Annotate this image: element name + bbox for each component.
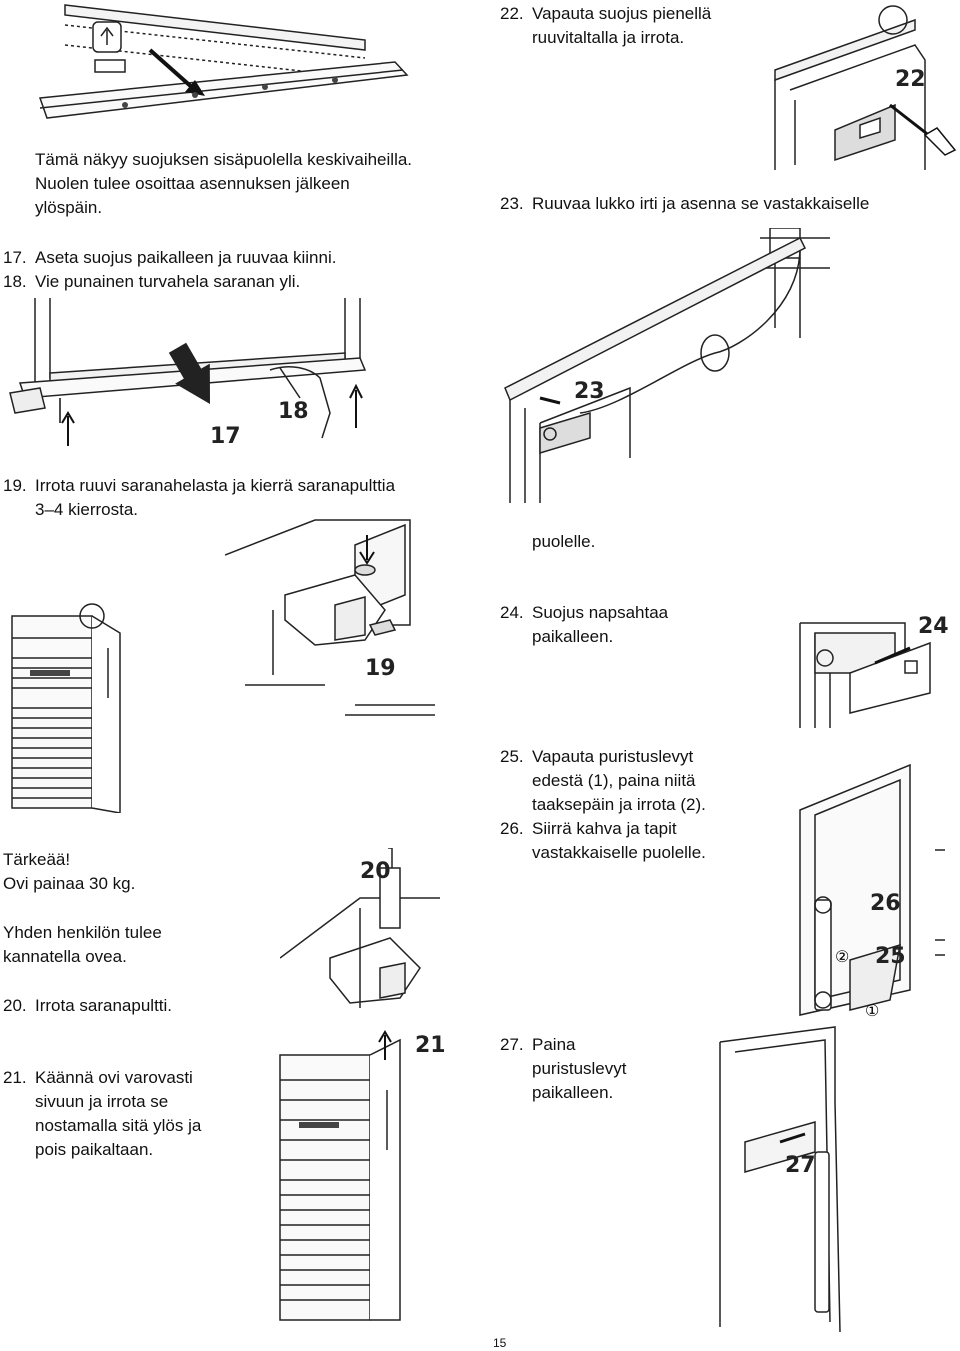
svg-text:18: 18 [278,399,309,424]
figure-24: 24 [795,603,960,728]
svg-text:25: 25 [875,944,906,969]
important-note: Tärkeää! Ovi painaa 30 kg. [3,850,136,893]
step-26: 26.Siirrä kahva ja tapit vastakkaiselle … [500,819,706,862]
step-23-cont: puolelle. [532,532,596,551]
figure-22: 22 [765,0,960,175]
figure-21: 21 [275,1030,450,1325]
svg-text:②: ② [835,949,849,966]
svg-text:21: 21 [415,1033,446,1058]
important-note-carry: Yhden henkilön tulee kannatella ovea. [3,923,162,966]
step-22: 22.Vapauta suojus pienellä ruuvitaltalla… [500,4,712,47]
step-23: 23.Ruuvaa lukko irti ja asenna se vastak… [500,194,870,213]
important-title: Tärkeää! [3,850,71,869]
svg-text:27: 27 [785,1153,816,1178]
svg-text:23: 23 [574,379,605,404]
fridge-door-figure [0,598,140,813]
step-20: 20.Irrota saranapultti. [3,996,173,1015]
svg-text:24: 24 [918,614,949,639]
figure-19: 19 [225,515,440,725]
figure-25-26: 26 25 ② ① [790,760,960,1025]
cover-arrow-figure [35,0,455,140]
step-24: 24.Suojus napsahtaa paikalleen. [500,603,669,646]
figure-23: 23 [500,228,830,508]
figure-17-18: 17 18 [0,298,380,448]
svg-text:20: 20 [360,859,391,884]
svg-text:19: 19 [365,656,396,681]
svg-text:22: 22 [895,67,926,92]
page-number: 15 [493,1336,507,1350]
note-arrow-text: Tämä näkyy suojuksen sisäpuolella keskiv… [35,150,413,217]
step-25: 25.Vapauta puristuslevyt edestä (1), pai… [500,747,706,814]
figure-20: 20 [280,848,440,1013]
svg-text:①: ① [865,1003,879,1020]
step-19: 19.Irrota ruuvi saranahelasta ja kierrä … [3,476,396,519]
figure-27: 27 [715,1022,845,1332]
svg-text:17: 17 [210,424,241,448]
step-27: 27.Paina puristuslevyt paikalleen. [500,1035,627,1102]
step-17: 17.Aseta suojus paikalleen ja ruuvaa kii… [3,248,337,267]
step-21: 21.Käännä ovi varovasti sivuun ja irrota… [3,1068,202,1159]
svg-text:26: 26 [870,891,901,916]
step-18: 18.Vie punainen turvahela saranan yli. [3,272,301,291]
